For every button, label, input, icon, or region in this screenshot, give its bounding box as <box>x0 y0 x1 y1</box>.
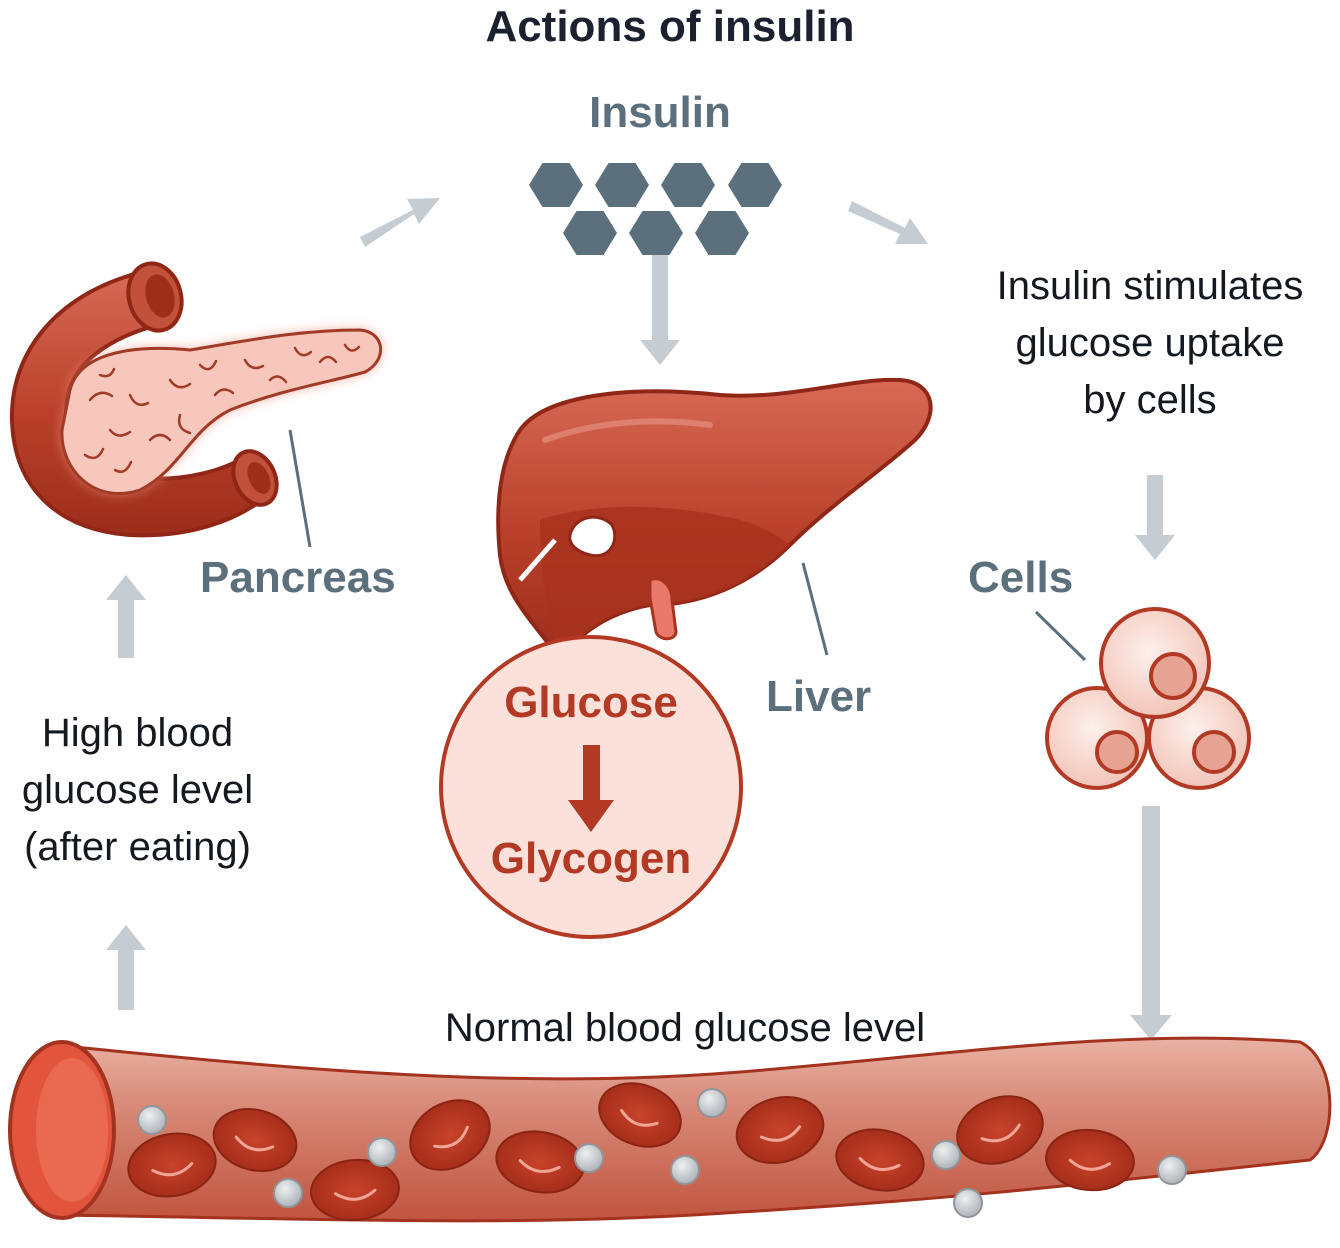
glucose-particle <box>1157 1155 1187 1185</box>
pancreas-illustration <box>9 261 383 538</box>
arrow-high-glucose-to-pancreas <box>106 575 146 658</box>
stimulates-line-1: Insulin stimulates <box>996 264 1304 308</box>
glucose-particle <box>670 1155 700 1185</box>
arrow-cells-to-vessel <box>1130 806 1172 1040</box>
high-glucose-text: High blood glucose level (after eating) <box>0 705 275 876</box>
glucose-label: Glucose <box>504 678 678 727</box>
glucose-particle <box>931 1140 961 1170</box>
arrow-insulin-to-liver <box>640 252 680 365</box>
insulin-label: Insulin <box>589 88 731 137</box>
pointer-lines <box>288 429 1087 662</box>
normal-glucose-label: Normal blood glucose level <box>444 1006 926 1050</box>
glucose-particle <box>697 1088 727 1118</box>
red-blood-cell <box>212 1108 298 1172</box>
high-glucose-line-3: (after eating) <box>24 825 251 869</box>
high-glucose-line-2: glucose level <box>21 768 254 812</box>
glucose-particle <box>953 1188 983 1218</box>
glucose-particles <box>137 1088 1187 1218</box>
insulin-hexagon <box>595 163 649 207</box>
arrow-insulin-to-cells <box>848 201 928 244</box>
high-glucose-line-1: High blood <box>41 711 234 755</box>
page-title: Actions of insulin <box>485 2 855 51</box>
cells-illustration <box>1045 607 1251 790</box>
arrow-stimulates-to-cells <box>1135 475 1175 560</box>
liver-label: Liver <box>766 672 872 721</box>
red-blood-cell <box>956 1095 1044 1165</box>
red-blood-cell <box>495 1130 585 1194</box>
insulin-molecules <box>529 163 782 255</box>
cells-label: Cells <box>968 553 1074 602</box>
red-blood-cell <box>127 1132 217 1198</box>
glucose-particle <box>574 1143 604 1173</box>
arrow-pancreas-to-insulin <box>360 198 440 247</box>
insulin-hexagon <box>695 211 749 255</box>
red-blood-cell <box>835 1128 925 1192</box>
arrow-vessel-to-high-glucose <box>106 925 146 1010</box>
glycogen-label: Glycogen <box>490 834 692 883</box>
stimulates-text: Insulin stimulates glucose uptake by cel… <box>960 258 1340 429</box>
insulin-hexagon <box>529 163 583 207</box>
glucose-particle <box>137 1105 167 1135</box>
insulin-hexagon <box>629 211 683 255</box>
red-blood-cell <box>409 1099 491 1171</box>
liver-illustration <box>496 377 933 664</box>
insulin-hexagon <box>728 163 782 207</box>
insulin-hexagon <box>661 163 715 207</box>
red-blood-cells <box>127 1082 1135 1222</box>
stimulates-line-2: glucose uptake <box>1015 321 1285 365</box>
glucose-glycogen-circle <box>439 635 743 939</box>
insulin-hexagon <box>563 211 617 255</box>
red-blood-cell <box>310 1158 400 1222</box>
glucose-particle <box>273 1178 303 1208</box>
red-blood-cell <box>598 1082 682 1148</box>
stimulates-line-3: by cells <box>1083 378 1217 422</box>
pancreas-label: Pancreas <box>200 553 396 602</box>
glucose-particle <box>367 1137 397 1167</box>
red-blood-cell <box>735 1096 825 1164</box>
red-blood-cell <box>1045 1128 1135 1192</box>
